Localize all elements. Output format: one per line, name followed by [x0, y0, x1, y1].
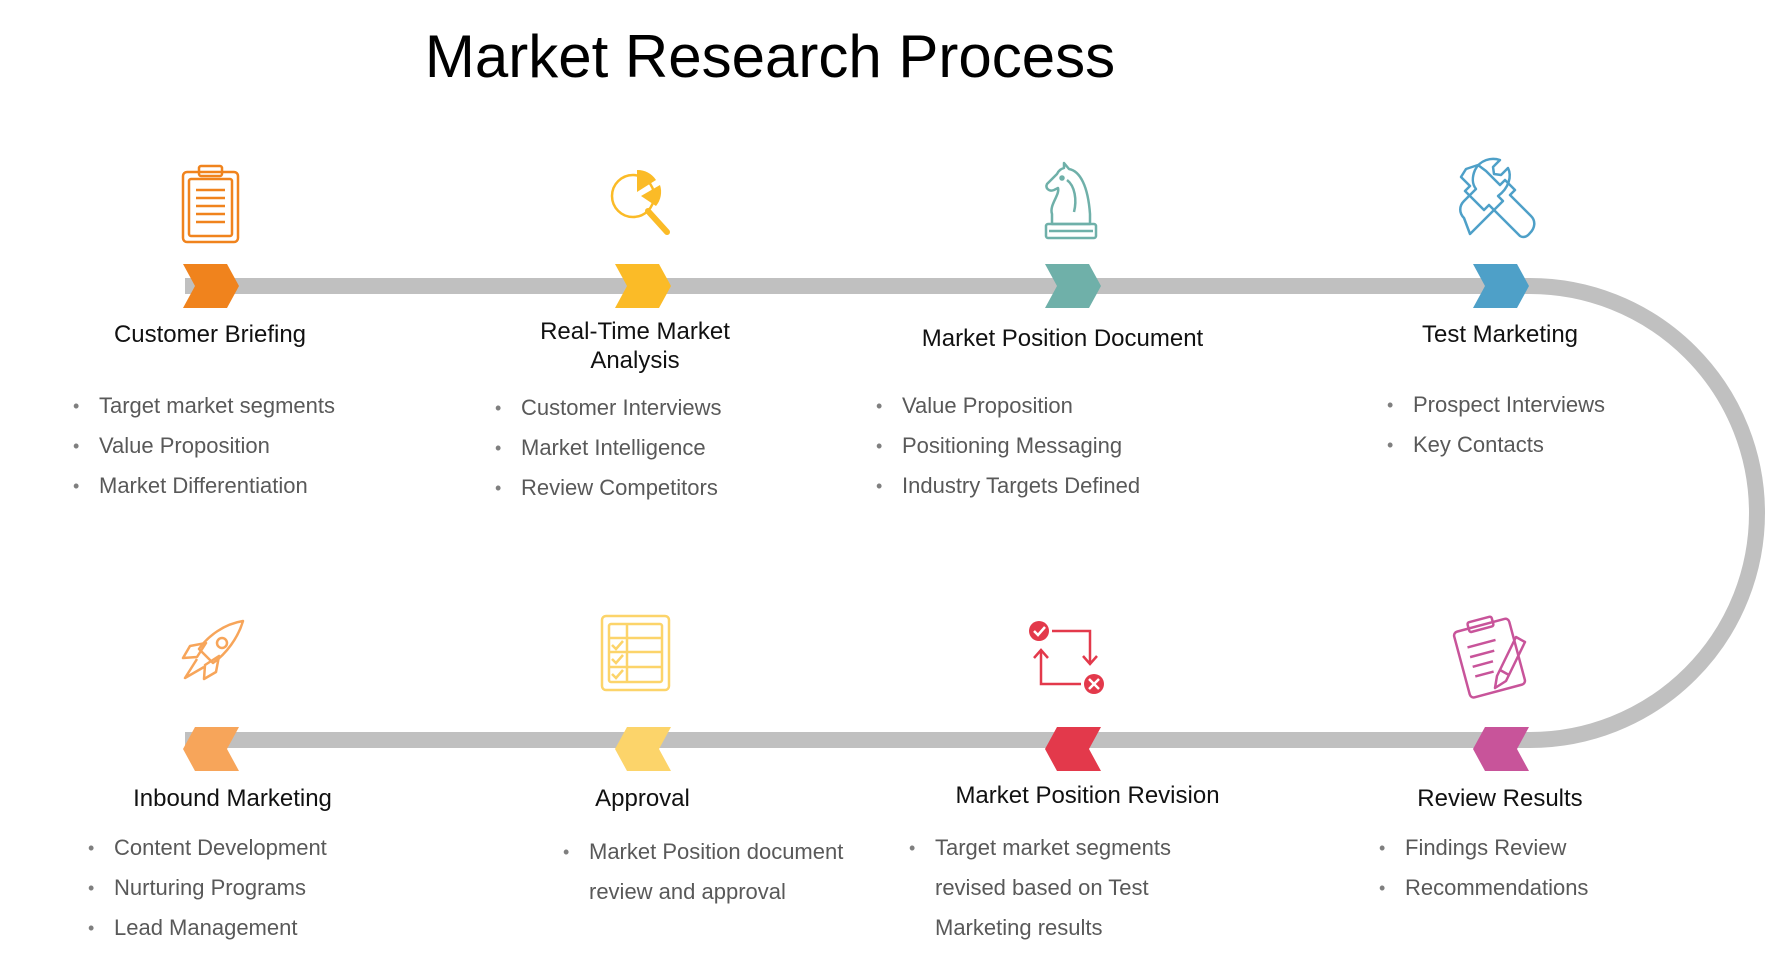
step-label: Market Position Revision: [955, 782, 1220, 809]
step-chevron-market-position-document: [1045, 264, 1101, 308]
bullet-item: Market Intelligence: [495, 428, 855, 468]
step-chevron-review-results: [1473, 727, 1529, 771]
diagram-title: Market Research Process: [424, 23, 1116, 90]
step-bullets: Target market segments revised based on …: [909, 828, 1209, 948]
bullet-item: Positioning Messaging: [876, 426, 1266, 466]
bullet-item: Target market segments revised based on …: [909, 828, 1209, 948]
step-chevron-customer-briefing: [183, 264, 239, 308]
step-label: Market Position Document: [921, 325, 1204, 352]
bullet-item: Industry Targets Defined: [876, 466, 1266, 506]
bullet-item: Nurturing Programs: [88, 868, 448, 908]
chess-knight-icon: [1044, 161, 1098, 240]
step-bullets: Prospect Interviews Key Contacts: [1387, 385, 1717, 465]
step-label: Approval: [595, 785, 690, 812]
bullet-item: Value Proposition: [876, 386, 1266, 426]
bullet-item: Content Development: [88, 828, 448, 868]
step-bullets: Content Development Nurturing Programs L…: [88, 828, 448, 948]
step-chevron-inbound-marketing: [183, 727, 239, 771]
step-chevron-test-marketing: [1473, 264, 1529, 308]
step-label: Customer Briefing: [113, 321, 307, 348]
step-label: Real-Time Market Analysis: [540, 318, 730, 374]
bullet-item: Findings Review: [1379, 828, 1719, 868]
clipboard-icon: [181, 164, 240, 244]
step-bullets: Market Position document review and appr…: [563, 832, 903, 912]
bullet-item: Recommendations: [1379, 868, 1719, 908]
magnifier-pie-chart-icon: [610, 169, 670, 235]
step-label: Test Marketing: [1421, 321, 1579, 348]
step-bullets: Value Proposition Positioning Messaging …: [876, 386, 1266, 506]
clipboard-pencil-icon: [1452, 615, 1527, 699]
bullet-item: Market Differentiation: [73, 466, 433, 506]
bullet-item: Market Position document review and appr…: [563, 832, 903, 912]
step-chevron-approval: [615, 727, 671, 771]
step-label: Inbound Marketing: [133, 785, 332, 812]
bullet-item: Prospect Interviews: [1387, 385, 1717, 425]
step-chevron-real-time-market-analysis: [615, 264, 671, 308]
bullet-item: Review Competitors: [495, 468, 855, 508]
bullet-item: Target market segments: [73, 386, 433, 426]
revision-cycle-icon: [1029, 621, 1104, 694]
bullet-item: Customer Interviews: [495, 388, 855, 428]
bullet-item: Value Proposition: [73, 426, 433, 466]
step-bullets: Customer Interviews Market Intelligence …: [495, 388, 855, 508]
hammer-wrench-icon: [1459, 157, 1536, 239]
step-bullets: Target market segments Value Proposition…: [73, 386, 433, 506]
step-bullets: Findings Review Recommendations: [1379, 828, 1719, 908]
rocket-icon: [181, 619, 245, 681]
process-track: [185, 278, 1765, 748]
bullet-item: Lead Management: [88, 908, 448, 948]
bullet-item: Key Contacts: [1387, 425, 1717, 465]
step-label: Review Results: [1417, 785, 1583, 812]
step-chevron-market-position-revision: [1045, 727, 1101, 771]
checklist-icon: [600, 614, 671, 692]
